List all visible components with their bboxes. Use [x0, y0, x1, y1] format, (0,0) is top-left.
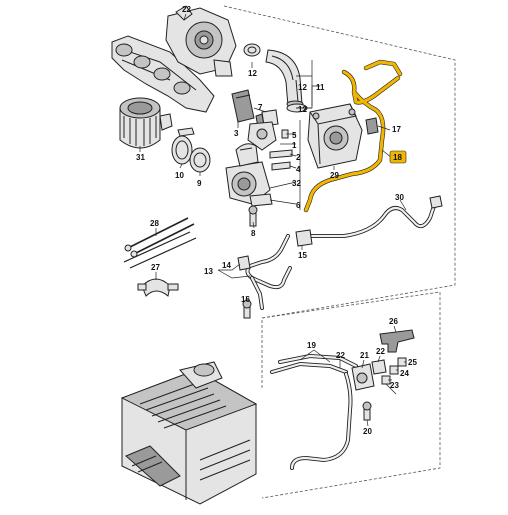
part-17-clip — [365, 117, 379, 135]
callout-22c: 22 — [376, 347, 385, 356]
part-18-highlight-badge — [389, 150, 407, 164]
turbocharger-manifold — [111, 5, 237, 113]
part-20-head — [362, 401, 372, 411]
part-15-connector — [295, 229, 313, 247]
callout-32: 32 — [292, 179, 301, 188]
part-25-screw — [397, 357, 407, 367]
callout-12-mid: 12 — [298, 105, 307, 114]
callout-29: 29 — [330, 171, 339, 180]
callout-11: 11 — [316, 83, 325, 92]
part-12-hose — [265, 49, 304, 108]
part-27-clamp — [137, 278, 179, 297]
callout-28: 28 — [150, 219, 159, 228]
part-26-bracket — [379, 329, 415, 353]
callout-26: 26 — [389, 317, 398, 326]
callout-2: 2 — [296, 153, 301, 162]
part-31-canister — [119, 97, 173, 149]
callout-1: 1 — [292, 141, 297, 150]
callout-19: 19 — [307, 341, 316, 350]
callout-9: 9 — [197, 179, 202, 188]
callout-labels: 22 12 12 11 12 7 3 5 1 2 4 32 6 31 10 9 … — [136, 5, 417, 436]
callout-22b: 22 — [336, 351, 345, 360]
part-5-bolt — [281, 129, 289, 139]
part-12-clamp-left — [243, 43, 261, 57]
leader-lines — [139, 13, 407, 427]
callout-14: 14 — [222, 261, 231, 270]
part-13-pipe — [245, 234, 292, 310]
part-32-actuator — [225, 143, 271, 205]
part-18-hose-highlighted — [303, 59, 403, 213]
frame-lower — [261, 291, 441, 499]
part-3-cover — [231, 89, 255, 123]
callout-31: 31 — [136, 153, 145, 162]
air-filter-box — [120, 361, 258, 505]
callout-5: 5 — [292, 131, 297, 140]
callout-16: 16 — [241, 295, 250, 304]
callout-22: 22 — [182, 5, 191, 14]
callout-3: 3 — [234, 129, 239, 138]
part-4-seal — [271, 161, 291, 171]
part-2-gasket — [269, 149, 293, 159]
callout-8: 8 — [251, 229, 256, 238]
part-24-washer — [389, 365, 399, 375]
callout-4: 4 — [296, 165, 301, 174]
callout-24: 24 — [400, 369, 409, 378]
part-30-pipe — [300, 195, 443, 238]
callout-7: 7 — [258, 103, 263, 112]
part-29-egr-module — [307, 103, 363, 169]
part-19-pipes — [270, 354, 358, 470]
part-10-ring — [171, 135, 193, 165]
callout-20: 20 — [363, 427, 372, 436]
callout-6: 6 — [296, 201, 301, 210]
part-22-block — [371, 359, 387, 375]
part-21-sensor — [351, 363, 375, 391]
part-28-rods — [123, 217, 197, 269]
callout-25: 25 — [408, 358, 417, 367]
part-8-head — [248, 205, 258, 215]
callout-12-left: 12 — [248, 69, 257, 78]
part-1-housing — [247, 121, 277, 151]
frame-upper — [223, 5, 456, 388]
callout-10: 10 — [175, 171, 184, 180]
callout-27: 27 — [151, 263, 160, 272]
part-6-flange — [249, 193, 273, 207]
callout-30: 30 — [395, 193, 404, 202]
bolt-top — [177, 127, 195, 137]
callout-13: 13 — [204, 267, 213, 276]
callout-23: 23 — [390, 381, 399, 390]
callout-21: 21 — [360, 351, 369, 360]
part-23-nut — [381, 375, 391, 385]
callout-18: 18 — [393, 153, 402, 162]
callout-17: 17 — [392, 125, 401, 134]
callout-15: 15 — [298, 251, 307, 260]
part-9-ring — [189, 147, 211, 173]
part-14-bracket — [237, 255, 251, 271]
callout-12-top: 12 — [298, 83, 307, 92]
